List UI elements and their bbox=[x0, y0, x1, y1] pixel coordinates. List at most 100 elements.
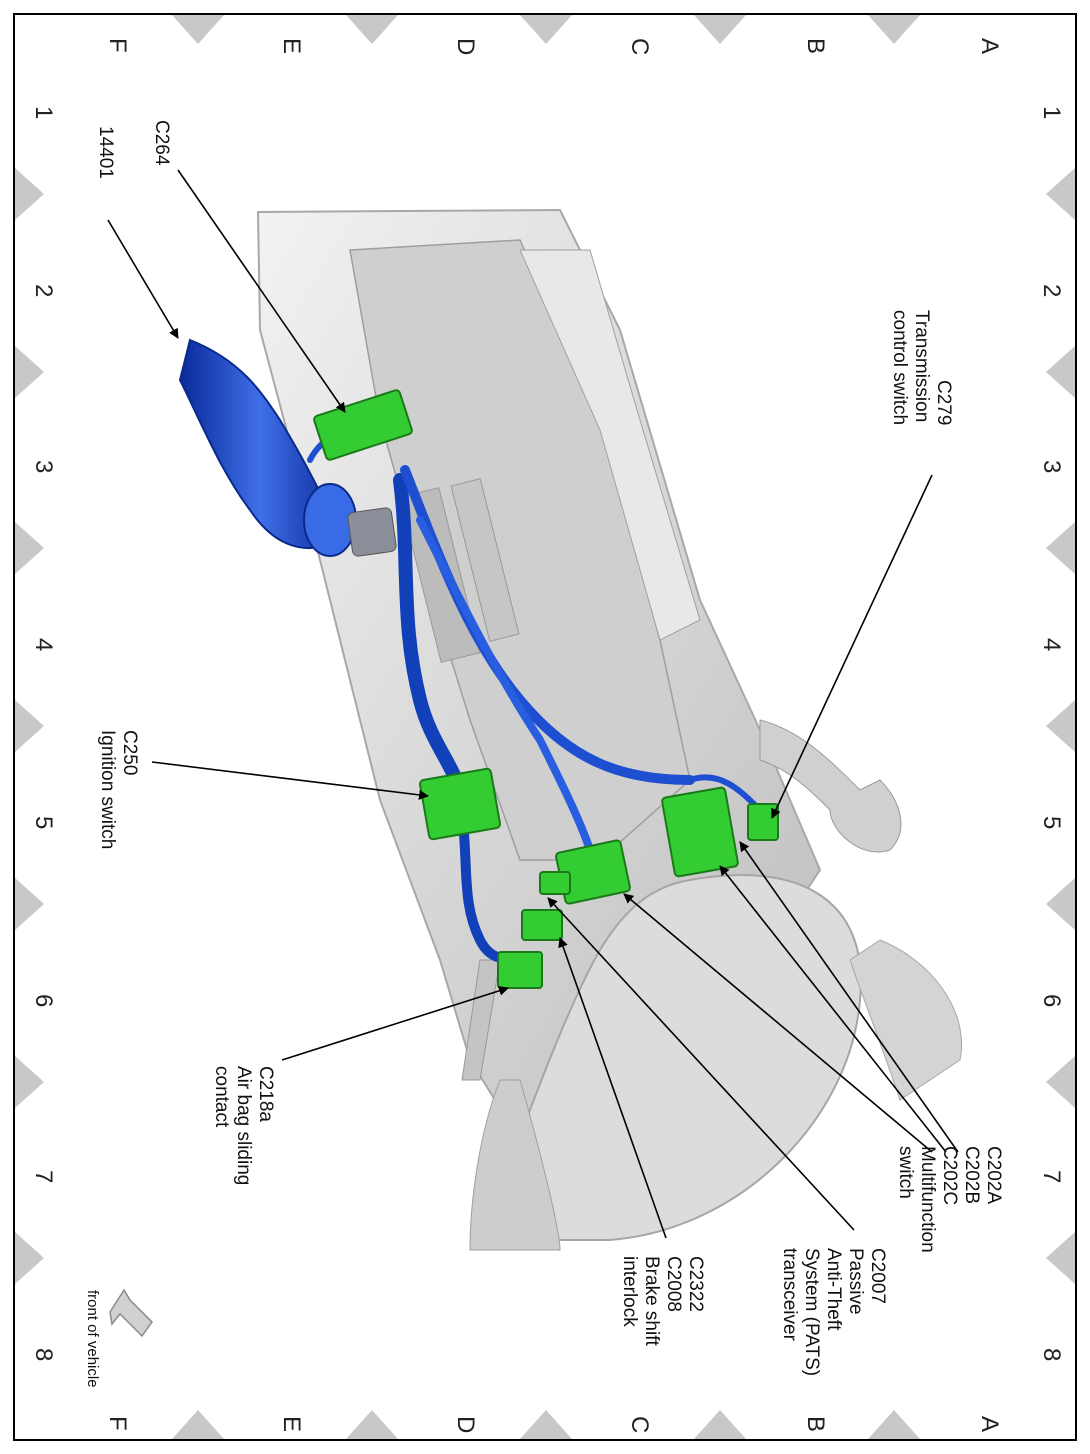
grid-letter-f: F bbox=[104, 38, 131, 53]
grid-number-1: 1 bbox=[1038, 106, 1065, 119]
grid-marker-triangle bbox=[694, 1410, 746, 1439]
grid-marker-triangle bbox=[1046, 522, 1075, 574]
grid-number-7: 7 bbox=[1038, 1170, 1065, 1183]
front-of-vehicle-indicator: front of vehicle bbox=[84, 1288, 153, 1388]
leader-lines bbox=[107, 169, 959, 1239]
grid-numbers-left: 1 2 3 4 5 6 7 8 bbox=[30, 106, 57, 1361]
grid-marker-triangle bbox=[868, 15, 920, 44]
grid-number-3: 3 bbox=[1038, 460, 1065, 473]
callout-c202: C202A C202B C202C Multifunction switch bbox=[895, 1146, 1004, 1253]
leader-c250 bbox=[151, 761, 429, 800]
arrow-icon bbox=[109, 1288, 153, 1338]
grid-marker-triangle bbox=[346, 15, 398, 44]
label-c202-line4: Multifunction bbox=[917, 1146, 938, 1253]
grid-marker-triangle bbox=[520, 1410, 572, 1439]
grid-marker-triangle bbox=[694, 15, 746, 44]
callout-14401: 14401 bbox=[95, 126, 116, 179]
grid-marker-triangle bbox=[15, 700, 44, 752]
grid-marker-triangle bbox=[15, 878, 44, 930]
label-c279-line3: control switch bbox=[889, 310, 910, 425]
grid-number-7: 7 bbox=[30, 1170, 57, 1183]
leader-c2322 bbox=[558, 937, 667, 1239]
grid-marker-triangle bbox=[15, 522, 44, 574]
leader-c264 bbox=[177, 169, 346, 413]
leader-c202b bbox=[719, 865, 947, 1153]
label-c218a-line3: contact bbox=[211, 1066, 232, 1128]
grid-number-5: 5 bbox=[1038, 816, 1065, 829]
grid-number-8: 8 bbox=[1038, 1348, 1065, 1361]
label-c2322-id: C2322 bbox=[685, 1256, 706, 1312]
grid-marker-triangle bbox=[346, 1410, 398, 1439]
diagram-frame bbox=[13, 13, 1077, 1441]
connector-c279 bbox=[747, 803, 779, 841]
grid-number-6: 6 bbox=[30, 994, 57, 1007]
label-c2322-line4: interlock bbox=[619, 1256, 640, 1327]
grid-number-4: 4 bbox=[1038, 638, 1065, 651]
leader-c2007 bbox=[547, 897, 855, 1231]
front-of-vehicle-label: front of vehicle bbox=[84, 1290, 101, 1388]
grid-numbers-right: 1 2 3 4 5 6 7 8 bbox=[1038, 106, 1065, 1361]
leader-c202c bbox=[623, 893, 933, 1153]
grid-marker-triangle bbox=[520, 15, 572, 44]
grid-marker-triangle bbox=[868, 1410, 920, 1439]
label-c2007-line3: Anti-Theft bbox=[823, 1248, 844, 1331]
connector-c250 bbox=[418, 767, 502, 841]
label-c2007-line4: System (PATS) bbox=[801, 1248, 822, 1376]
grid-number-2: 2 bbox=[30, 284, 57, 297]
grid-marker-triangle bbox=[172, 15, 224, 44]
label-c218a-id: C218a bbox=[255, 1066, 276, 1122]
grid-number-6: 6 bbox=[1038, 994, 1065, 1007]
leader-c202a bbox=[739, 841, 959, 1153]
grid-letter-e: E bbox=[278, 1416, 305, 1432]
grid-marker-triangle bbox=[15, 346, 44, 398]
grid-letter-d: D bbox=[452, 1416, 479, 1433]
callout-c279: C279 Transmission control switch bbox=[889, 310, 954, 425]
steering-column-illustration bbox=[256, 208, 962, 1251]
grid-marker-triangle bbox=[1046, 1232, 1075, 1284]
label-c279-line2: Transmission bbox=[911, 310, 932, 422]
label-c202-line5: switch bbox=[895, 1146, 916, 1199]
connector-c202 bbox=[661, 786, 739, 878]
label-14401-id: 14401 bbox=[95, 126, 116, 179]
grid-marker-triangle bbox=[15, 1232, 44, 1284]
label-c250-line2: Ignition switch bbox=[97, 730, 118, 849]
grid-marker-triangle bbox=[1046, 878, 1075, 930]
grid-number-1: 1 bbox=[30, 106, 57, 119]
label-c2007-line5: transceiver bbox=[779, 1248, 800, 1342]
grid-number-3: 3 bbox=[30, 460, 57, 473]
grid-marker-triangle bbox=[1046, 700, 1075, 752]
callout-c218a: C218a Air bag sliding contact bbox=[211, 1066, 276, 1185]
grid-marker-triangle bbox=[15, 1056, 44, 1108]
connector-c218a bbox=[497, 951, 543, 989]
label-c202b: C202B bbox=[961, 1146, 982, 1204]
connectors bbox=[313, 389, 779, 989]
grid-marker-triangle bbox=[15, 168, 44, 220]
grid-letter-b: B bbox=[802, 38, 829, 54]
wiring-harness bbox=[178, 338, 763, 964]
grid-letters-top: A B C D E F bbox=[104, 38, 1003, 55]
label-c279-id: C279 bbox=[933, 380, 954, 425]
label-c2322-line3: Brake shift bbox=[641, 1256, 662, 1346]
connector-c2008 bbox=[539, 871, 571, 895]
callout-c2007: C2007 Passive Anti-Theft System (PATS) t… bbox=[779, 1248, 888, 1376]
grid-number-5: 5 bbox=[30, 816, 57, 829]
grid-letter-d: D bbox=[452, 38, 479, 55]
grid-letter-a: A bbox=[976, 38, 1003, 54]
grid-number-8: 8 bbox=[30, 1348, 57, 1361]
grid-border-markers bbox=[15, 15, 1075, 1439]
label-c218a-line2: Air bag sliding bbox=[233, 1066, 254, 1185]
label-c264-id: C264 bbox=[151, 120, 172, 166]
grid-marker-triangle bbox=[1046, 168, 1075, 220]
label-c250-id: C250 bbox=[119, 730, 140, 775]
grid-letter-c: C bbox=[626, 1416, 653, 1433]
callout-c264: C264 bbox=[151, 120, 172, 166]
grid-marker-triangle bbox=[1046, 1056, 1075, 1108]
leader-c218a bbox=[281, 985, 509, 1061]
leader-14401 bbox=[107, 219, 179, 339]
label-c2007-id: C2007 bbox=[867, 1248, 888, 1304]
grid-marker-triangle bbox=[172, 1410, 224, 1439]
leader-c279 bbox=[771, 474, 933, 819]
grid-letter-b: B bbox=[802, 1416, 829, 1432]
grid-letter-c: C bbox=[626, 38, 653, 55]
